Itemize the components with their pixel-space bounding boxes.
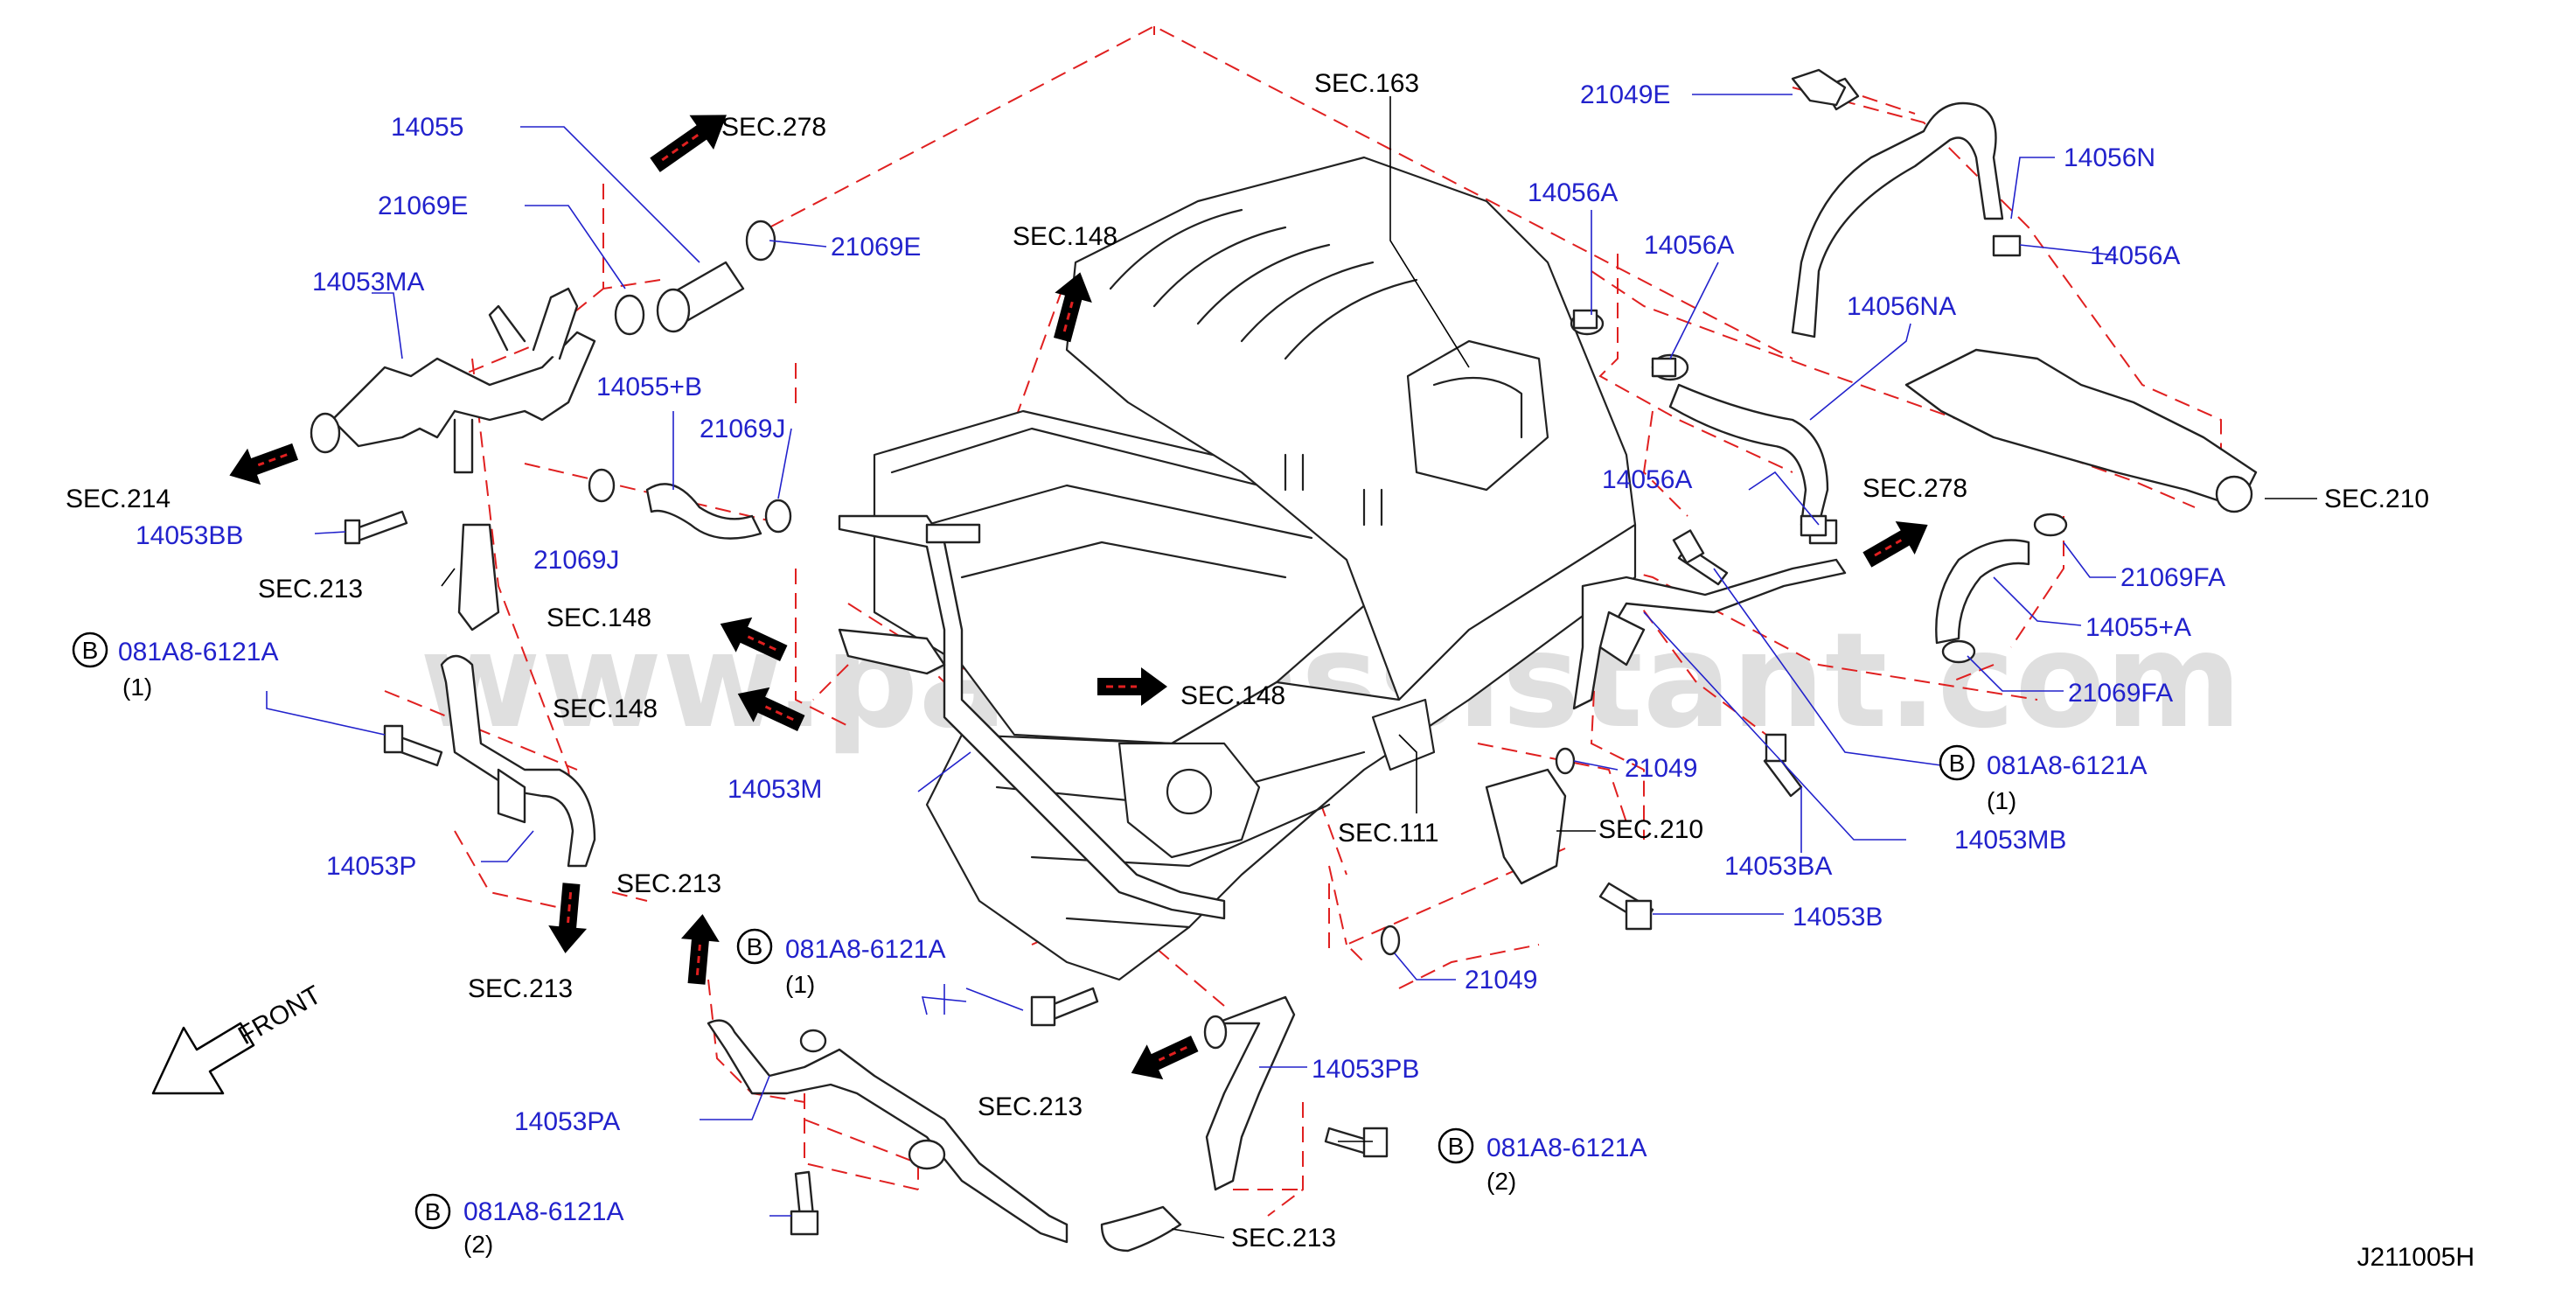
label-sec163: SEC.163: [1314, 69, 1419, 98]
bolt-markers: B B B B B: [72, 632, 1975, 1230]
label-14053BB: 14053BB: [136, 521, 243, 550]
hose-14055A: [1935, 539, 2030, 645]
label-sec213-left: SEC.213: [258, 575, 363, 604]
leader-lines: [266, 94, 2317, 1239]
label-qty-1-mid: (1): [785, 971, 815, 998]
clamp-21069E-left: [614, 294, 645, 336]
label-14053MB: 14053MB: [1954, 826, 2066, 855]
pipe-14053MB: [1572, 558, 1847, 710]
label-081A8-left: 081A8-6121A: [118, 638, 279, 666]
label-14056NA: 14056NA: [1847, 292, 1956, 321]
label-sec148-left2: SEC.148: [553, 694, 658, 723]
label-sec278-right: SEC.278: [1862, 474, 1967, 503]
label-14053B: 14053B: [1793, 903, 1883, 932]
label-21069FA-2: 21069FA: [2068, 679, 2173, 708]
label-21069E-right: 21069E: [831, 233, 921, 262]
label-qty-1-right: (1): [1987, 787, 2016, 814]
bracket-14053PB: [1205, 995, 1296, 1191]
label-21049E: 21049E: [1580, 80, 1670, 109]
label-21069J-top: 21069J: [700, 415, 785, 443]
pipe-14053MA: [331, 331, 596, 448]
callout-labels: 14055 SEC.278 21069E 21069E SEC.148 SEC.…: [66, 69, 2429, 1258]
label-14056A-2: 14056A: [2090, 241, 2180, 270]
label-14056A-1: 14056A: [1528, 178, 1618, 207]
label-qty-2-right: (2): [1486, 1168, 1516, 1195]
label-081A8-bottom-left: 081A8-6121A: [463, 1197, 624, 1226]
label-14053M: 14053M: [728, 775, 822, 804]
svg-text:B: B: [1448, 1133, 1465, 1160]
label-14056A-4: 14056A: [1602, 465, 1692, 494]
label-14055B: 14055+B: [596, 373, 702, 401]
svg-text:B: B: [82, 637, 99, 664]
pipe-14053M: [838, 514, 1226, 920]
label-sec213-lower-left: SEC.213: [468, 974, 573, 1003]
label-sec148-left1: SEC.148: [547, 604, 651, 632]
label-21049-2: 21049: [1465, 966, 1537, 994]
hose-14056NA: [1668, 383, 1829, 527]
bolt-14053BB: [352, 510, 408, 542]
label-qty-1-left: (1): [122, 673, 152, 701]
label-14053PB: 14053PB: [1312, 1055, 1419, 1084]
label-081A8-mid: 081A8-6121A: [785, 935, 946, 964]
label-21069E-left: 21069E: [378, 192, 468, 220]
label-081A8-bottom-right: 081A8-6121A: [1486, 1134, 1647, 1162]
front-label: FRONT: [233, 980, 326, 1050]
hose-14056N: [1791, 101, 2004, 338]
label-14053BA: 14053BA: [1724, 852, 1832, 881]
drawing-number: J211005H: [2357, 1243, 2475, 1272]
label-21069J-bottom: 21069J: [533, 546, 619, 575]
label-sec278-top: SEC.278: [721, 113, 826, 142]
label-14055A: 14055+A: [2085, 613, 2191, 642]
hose-14055B: [645, 483, 762, 540]
svg-text:B: B: [1949, 750, 1966, 777]
pipe-14053PA: [707, 1019, 1069, 1244]
label-sec148-top: SEC.148: [1013, 222, 1117, 251]
label-081A8-right: 081A8-6121A: [1987, 751, 2148, 780]
label-sec213-bottom: SEC.213: [1231, 1224, 1336, 1253]
front-arrow: FRONT: [151, 980, 326, 1095]
label-21049-1: 21049: [1625, 754, 1697, 783]
label-14053PA: 14053PA: [514, 1107, 620, 1136]
label-sec213-mid: SEC.213: [616, 869, 721, 898]
label-14056N: 14056N: [2064, 143, 2155, 172]
label-sec214: SEC.214: [66, 485, 171, 513]
label-14053MA: 14053MA: [312, 268, 424, 297]
clip-21049E: [1791, 68, 1847, 107]
label-sec213-lower-mid: SEC.213: [978, 1092, 1083, 1121]
label-14055: 14055: [391, 113, 463, 142]
label-qty-2-left: (2): [463, 1231, 493, 1258]
label-sec210-mid: SEC.210: [1598, 815, 1703, 844]
label-sec148-mid: SEC.148: [1180, 681, 1285, 710]
label-21069FA-1: 21069FA: [2120, 563, 2225, 592]
svg-text:B: B: [425, 1198, 442, 1225]
section-arrows: [229, 115, 1928, 1080]
pipe-14053P: [440, 654, 596, 868]
label-sec111: SEC.111: [1338, 819, 1439, 848]
label-14053P: 14053P: [326, 852, 416, 881]
label-14056A-3: 14056A: [1644, 231, 1734, 260]
housing-sec210: [1485, 768, 1567, 885]
svg-text:B: B: [747, 933, 763, 960]
label-sec210-right: SEC.210: [2324, 485, 2429, 513]
